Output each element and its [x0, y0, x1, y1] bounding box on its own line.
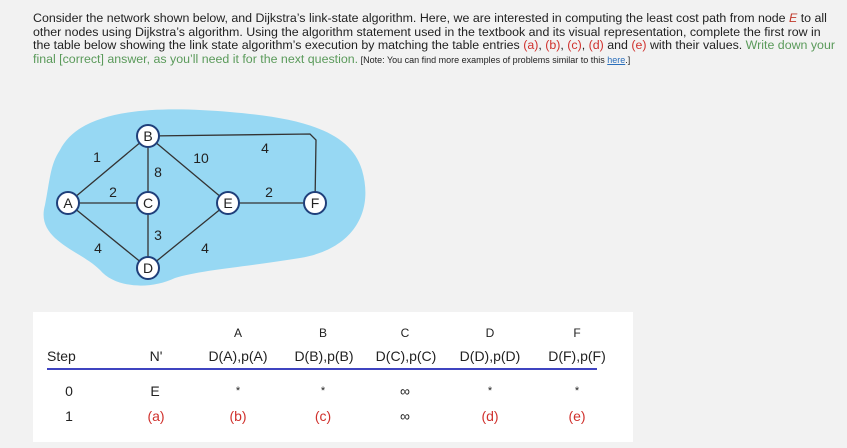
node-d-label: D — [143, 260, 153, 276]
node-a: A — [56, 191, 80, 215]
row0-nprime: E — [150, 383, 160, 399]
entry-e-label: (e) — [631, 38, 647, 53]
weight-d-e: 4 — [201, 240, 209, 256]
row1-df-e: (e) — [568, 408, 586, 424]
row1-nprime-a: (a) — [147, 408, 165, 424]
header-rule — [47, 368, 597, 370]
question-part-1: Consider the network shown below, and Di… — [33, 11, 789, 25]
row0-dd: * — [487, 385, 493, 397]
row1-db-c: (c) — [314, 408, 332, 424]
header-dc: D(C),p(C) — [375, 348, 437, 364]
edge-a-d — [67, 202, 149, 269]
node-a-label: A — [63, 195, 73, 211]
network-graph: 1 2 4 8 10 4 3 4 2 A B C D E — [43, 109, 366, 286]
separator: and — [603, 38, 632, 53]
node-b-label: B — [143, 128, 152, 144]
separator: , — [560, 38, 568, 53]
entry-a-label: (a) — [523, 38, 539, 53]
graph-background-blob — [43, 109, 366, 286]
note-text: [Note: You can find more examples of pro… — [358, 54, 608, 65]
row0-df: * — [574, 385, 580, 397]
weight-c-d: 3 — [154, 227, 162, 243]
algorithm-table: A B C D F Step N' D(A),p(A) D(B),p(B) D(… — [33, 312, 633, 442]
row1-da-b: (b) — [229, 408, 247, 424]
row0-step: 0 — [65, 383, 73, 399]
question-text: Consider the network shown below, and Di… — [33, 11, 839, 67]
weight-a-c: 2 — [109, 184, 117, 200]
examples-link[interactable]: here — [607, 54, 626, 65]
row0-db: * — [320, 385, 326, 397]
header-top-f: F — [573, 326, 581, 340]
node-b: B — [136, 124, 160, 148]
row0-da: * — [235, 385, 241, 397]
header-da: D(A),p(A) — [208, 348, 268, 364]
entry-c-label: (c) — [567, 38, 582, 53]
node-e: E — [216, 191, 240, 215]
note-end: .] — [625, 54, 631, 65]
node-f: F — [303, 191, 327, 215]
row1-step: 1 — [65, 408, 73, 424]
row1-dd-d: (d) — [481, 408, 499, 424]
weight-b-c: 8 — [154, 164, 162, 180]
entry-b-label: (b) — [545, 38, 561, 53]
weight-b-f: 4 — [261, 140, 269, 156]
graph-nodes: A B C D E F — [56, 124, 327, 280]
header-df: D(F),p(F) — [548, 348, 606, 364]
weight-e-f: 2 — [265, 184, 273, 200]
node-c-label: C — [143, 195, 153, 211]
weight-a-b: 1 — [93, 149, 101, 165]
edge-weights: 1 2 4 8 10 4 3 4 2 — [93, 140, 273, 256]
source-node: E — [788, 11, 798, 25]
header-step: Step — [47, 348, 76, 364]
separator: , — [581, 38, 589, 53]
entry-d-label: (d) — [588, 38, 604, 53]
question-part-2: to all other nodes using Dijkstra’s algo… — [33, 11, 827, 53]
node-e-label: E — [223, 195, 232, 211]
node-c: C — [136, 191, 160, 215]
weight-a-d: 4 — [94, 240, 102, 256]
row0-dc: ∞ — [400, 383, 410, 399]
separator: , — [538, 38, 546, 53]
edge-a-b — [67, 135, 149, 204]
row1-dc: ∞ — [400, 408, 410, 424]
weight-b-e: 10 — [193, 150, 209, 166]
header-nprime: N' — [149, 348, 163, 364]
header-top-c: C — [400, 326, 410, 340]
header-db: D(B),p(B) — [294, 348, 354, 364]
edge-b-e — [147, 135, 229, 204]
header-top-b: B — [318, 326, 327, 340]
instruction-green: Write down your final [correct] answer, … — [33, 38, 835, 66]
header-dd: D(D),p(D) — [459, 348, 521, 364]
node-f-label: F — [311, 195, 320, 211]
header-top-d: D — [485, 326, 495, 340]
header-top-a: A — [233, 326, 242, 340]
node-d: D — [136, 256, 160, 280]
edge-d-e — [147, 202, 229, 269]
question-part-3: with their values. — [646, 38, 746, 53]
edge-b-f — [147, 133, 317, 204]
